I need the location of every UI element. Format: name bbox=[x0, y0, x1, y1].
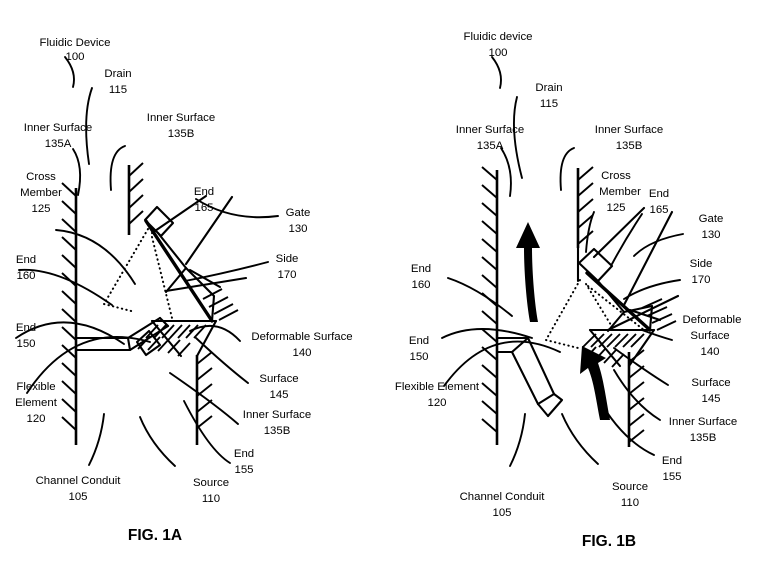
label-deformable-surface-line2: Surface bbox=[690, 330, 729, 342]
flow-arrows bbox=[516, 222, 610, 420]
label-channel-conduit: Channel Conduit bbox=[460, 491, 546, 503]
label-end-155-number: 155 bbox=[662, 471, 681, 483]
label-fluidic-device-number: 100 bbox=[488, 47, 507, 59]
label-drain-number: 115 bbox=[109, 84, 127, 96]
label-surface-145-number: 145 bbox=[701, 393, 720, 405]
label-deformable-surface-number: 140 bbox=[292, 347, 311, 359]
label-side: Side bbox=[276, 253, 299, 265]
label-flexible-element-line2: Element bbox=[15, 397, 58, 409]
label-drain: Drain bbox=[104, 68, 131, 80]
label-end-150-number: 150 bbox=[409, 351, 428, 363]
label-end-160: End bbox=[411, 263, 431, 275]
label-end-160: End bbox=[16, 254, 36, 266]
label-inner-surface-135a: Inner Surface bbox=[24, 122, 92, 134]
label-end-165-number: 165 bbox=[649, 204, 668, 216]
drain-flow-arrow bbox=[516, 222, 540, 322]
label-flexible-element-line1: Flexible bbox=[16, 381, 55, 393]
figure-1b: Fluidic device 100 Drain 115 Inner Surfa… bbox=[395, 31, 742, 550]
source-flow-arrow bbox=[580, 346, 610, 420]
label-flexible-element: Flexible Element bbox=[395, 381, 480, 393]
label-inner-surface-135b-top-number: 135B bbox=[168, 128, 195, 140]
gate-assembly-open bbox=[545, 206, 680, 349]
label-fluidic-device: Fluidic Device bbox=[40, 37, 111, 49]
left-wall-135a bbox=[61, 182, 78, 445]
leader-lines bbox=[15, 56, 279, 467]
label-cross-member-line2: Member bbox=[20, 187, 62, 199]
right-upper-wall-135b bbox=[576, 166, 594, 248]
deformable-surface-hatching bbox=[582, 333, 645, 368]
label-side-number: 170 bbox=[691, 274, 710, 286]
label-inner-surface-135b-bottom-number: 135B bbox=[690, 432, 717, 444]
left-wall-hatching bbox=[481, 166, 498, 433]
label-side: Side bbox=[690, 258, 713, 270]
label-source-number: 110 bbox=[621, 497, 639, 509]
label-gate: Gate bbox=[286, 207, 311, 219]
label-flexible-element-number: 120 bbox=[26, 413, 45, 425]
left-wall-135a bbox=[481, 166, 499, 445]
label-end-155: End bbox=[662, 455, 682, 467]
label-inner-surface-135b-bottom: Inner Surface bbox=[669, 416, 737, 428]
gate-assembly-closed bbox=[103, 194, 248, 323]
label-inner-surface-135a-number: 135A bbox=[45, 138, 72, 150]
label-inner-surface-135a-number: 135A bbox=[477, 140, 504, 152]
label-flexible-element-number: 120 bbox=[427, 397, 446, 409]
label-deformable-surface-number: 140 bbox=[700, 346, 719, 358]
label-end-155: End bbox=[234, 448, 254, 460]
label-gate-number: 130 bbox=[288, 223, 307, 235]
label-inner-surface-135b-top: Inner Surface bbox=[147, 112, 215, 124]
label-fluidic-device: Fluidic device bbox=[463, 31, 532, 43]
label-end-160-number: 160 bbox=[16, 270, 35, 282]
right-upper-wall-135b bbox=[127, 162, 144, 235]
leader-lines bbox=[441, 56, 684, 467]
label-cross-member-line2: Member bbox=[599, 186, 641, 198]
label-source: Source bbox=[612, 481, 648, 493]
label-channel-conduit-number: 105 bbox=[492, 507, 511, 519]
label-drain-number: 115 bbox=[540, 98, 558, 110]
label-drain: Drain bbox=[535, 82, 562, 94]
figure-caption-1a: FIG. 1A bbox=[128, 527, 182, 544]
label-channel-conduit: Channel Conduit bbox=[36, 475, 122, 487]
right-upper-wall-hatching bbox=[577, 166, 594, 245]
label-end-150: End bbox=[16, 322, 36, 334]
label-end-150: End bbox=[409, 335, 429, 347]
label-end-160-number: 160 bbox=[411, 279, 430, 291]
label-gate-number: 130 bbox=[701, 229, 720, 241]
figure-caption-1b: FIG. 1B bbox=[582, 533, 636, 550]
label-surface-145-number: 145 bbox=[269, 389, 288, 401]
right-upper-wall-hatching bbox=[128, 162, 144, 225]
label-cross-member-line1: Cross bbox=[26, 171, 56, 183]
fig1b-labels: Fluidic device 100 Drain 115 Inner Surfa… bbox=[395, 31, 742, 550]
label-inner-surface-135b-bottom: Inner Surface bbox=[243, 409, 311, 421]
label-inner-surface-135b-bottom-number: 135B bbox=[264, 425, 291, 437]
fig1a-labels: Fluidic Device 100 Drain 115 Inner Surfa… bbox=[15, 37, 353, 544]
label-surface-145: Surface bbox=[691, 377, 730, 389]
label-end-155-number: 155 bbox=[234, 464, 253, 476]
label-fluidic-device-number: 100 bbox=[65, 51, 84, 63]
left-wall-hatching bbox=[61, 182, 77, 431]
label-end-150-number: 150 bbox=[16, 338, 35, 350]
label-source-number: 110 bbox=[202, 493, 220, 505]
label-inner-surface-135b-top-number: 135B bbox=[616, 140, 643, 152]
lower-right-wall-hatching bbox=[196, 351, 213, 429]
label-gate: Gate bbox=[699, 213, 724, 225]
label-cross-member-line1: Cross bbox=[601, 170, 631, 182]
label-cross-member-number: 125 bbox=[31, 203, 50, 215]
label-end-165: End bbox=[649, 188, 669, 200]
label-end-165-number: 165 bbox=[194, 202, 213, 214]
label-deformable-surface: Deformable Surface bbox=[251, 331, 352, 343]
flexible-element-120-deflected bbox=[495, 336, 564, 418]
gate-side-hatching bbox=[641, 298, 677, 331]
label-deformable-surface-line1: Deformable bbox=[683, 314, 742, 326]
label-cross-member-number: 125 bbox=[606, 202, 625, 214]
label-source: Source bbox=[193, 477, 229, 489]
deformable-surface-140 bbox=[582, 328, 656, 368]
label-surface-145: Surface bbox=[259, 373, 298, 385]
label-channel-conduit-number: 105 bbox=[68, 491, 87, 503]
label-inner-surface-135b-top: Inner Surface bbox=[595, 124, 663, 136]
label-side-number: 170 bbox=[277, 269, 296, 281]
figure-1a: Fluidic Device 100 Drain 115 Inner Surfa… bbox=[15, 37, 353, 544]
gate-side-hatching bbox=[202, 288, 239, 321]
label-end-165: End bbox=[194, 186, 214, 198]
label-inner-surface-135a: Inner Surface bbox=[456, 124, 524, 136]
